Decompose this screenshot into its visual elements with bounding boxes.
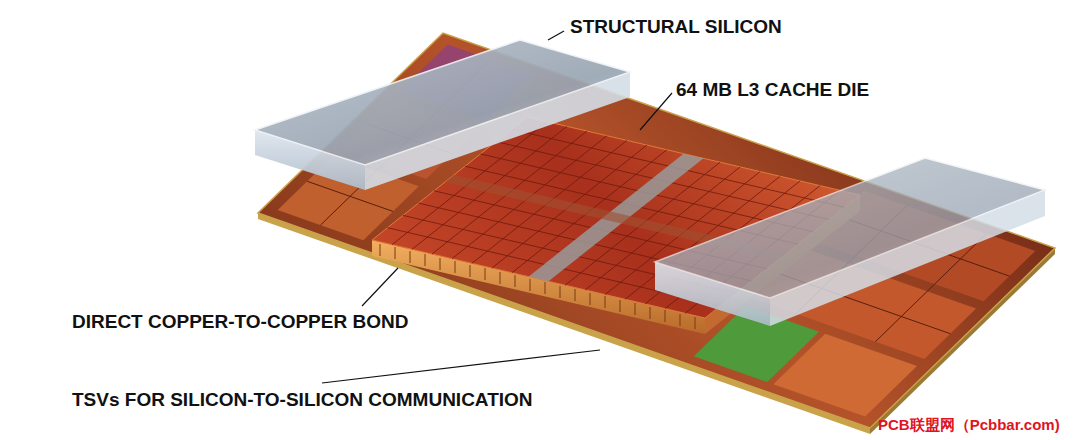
callout-label: TSVs FOR SILICON-TO-SILICON COMMUNICATIO…: [72, 389, 533, 411]
callout-label: DIRECT COPPER-TO-COPPER BOND: [72, 311, 408, 333]
callout-label: 64 MB L3 CACHE DIE: [676, 79, 869, 101]
callout-label: STRUCTURAL SILICON: [570, 16, 782, 38]
watermark: PCB联盟网（Pcbbar.com): [878, 414, 1060, 436]
